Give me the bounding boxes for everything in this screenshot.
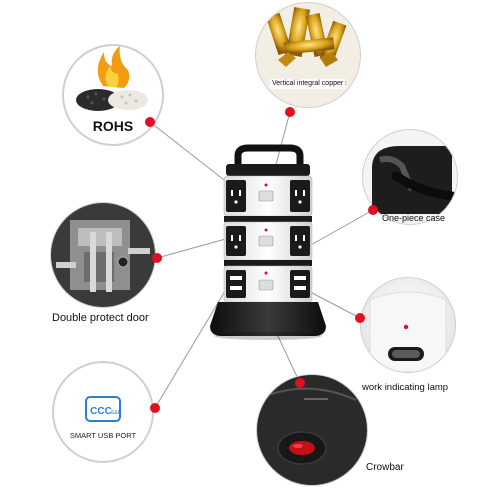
tower-base <box>210 302 326 336</box>
ccc-logo: CCC S&E <box>85 396 122 422</box>
rohs-image <box>76 46 148 111</box>
callout-one-piece-case: One-piece case <box>362 129 458 225</box>
tower-tier-3-usb <box>223 265 313 303</box>
door-caption: Double protect door <box>52 312 149 324</box>
marker-case <box>368 205 378 215</box>
crowbar-image <box>257 375 367 485</box>
marker-crowbar <box>295 378 305 388</box>
callout-double-protect-door: Double protect door <box>50 202 162 324</box>
leader-line-case <box>301 209 374 251</box>
indicator-lamp-dot <box>403 324 409 330</box>
marker-rohs <box>145 117 155 127</box>
crowbar-caption: Crowbar <box>366 462 404 473</box>
usb-caption: SMART USB PORT <box>70 431 137 440</box>
marker-copper <box>285 107 295 117</box>
copper-strip-image <box>266 6 347 67</box>
callout-smart-usb-port: CCC S&E SMART USB PORT <box>52 361 160 463</box>
leader-line-rohs <box>149 121 229 184</box>
copper-strip-caption: Vertical integral copper strip <box>270 79 346 89</box>
callout-work-indicating-lamp: work indicating lamp <box>355 277 456 393</box>
lamp-caption: work indicating lamp <box>361 382 448 393</box>
tower-handle <box>234 144 304 168</box>
door-image <box>51 203 155 307</box>
callout-rohs: ROHS <box>62 44 164 146</box>
lamp-image <box>361 278 455 372</box>
rohs-label: ROHS <box>93 118 133 134</box>
marker-lamp <box>355 313 365 323</box>
power-strip-tower <box>210 144 326 340</box>
leader-lines <box>149 111 374 409</box>
marker-door <box>152 253 162 263</box>
leader-line-usb <box>154 280 232 409</box>
case-caption: One-piece case <box>382 213 445 223</box>
callout-crowbar: Crowbar <box>256 374 404 486</box>
case-image <box>363 130 457 224</box>
callout-copper-strip: Vertical integral copper strip <box>255 2 361 117</box>
tower-tier-1 <box>223 175 313 217</box>
se-mark: S&E <box>111 410 122 416</box>
ccc-mark: CCC <box>90 406 112 417</box>
tower-top-cap <box>226 164 310 176</box>
tower-tier-2 <box>223 221 313 261</box>
marker-usb <box>150 403 160 413</box>
